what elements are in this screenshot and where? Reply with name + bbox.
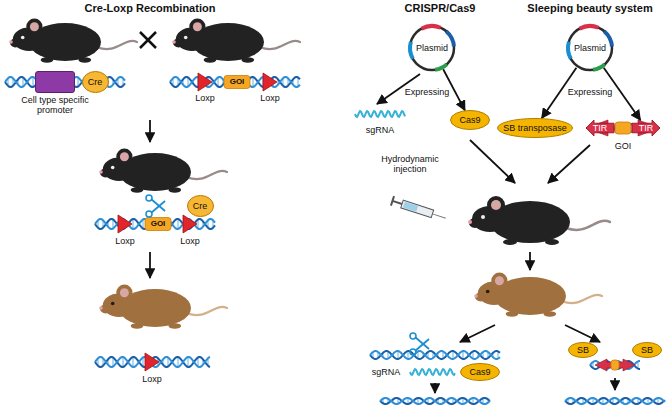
transposase-protein: SB transposase [497,118,573,138]
syringe [391,196,447,223]
node-label: SB [577,345,589,355]
cas9-protein: Cas9 [450,110,490,130]
annotation-label: Loxp [142,374,162,384]
annotation-label: sgRNA [366,125,395,135]
dna-helix [565,398,665,404]
flow-arrow [529,252,531,270]
transposase-protein: SB [632,342,662,358]
annotation-label: Hydrodynamic injection [368,154,452,175]
dna-helix [170,77,300,87]
mouse [9,19,137,63]
sgrna-strand [410,369,455,375]
flow-arrow [614,378,616,390]
cre-circle: Cre [82,71,109,93]
section-title: Cre-Loxp Recombination [85,2,216,15]
dna-helix [380,398,490,404]
node-label: Plasmid [574,43,606,53]
flow-arrow [434,383,436,393]
node-label: Cell type specific promoter [14,95,96,116]
node-label: SB transposase [503,123,567,133]
annotation-label: GOI [615,141,632,151]
annotation-label: GOI [230,77,245,86]
goi-segment [611,360,619,370]
mouse [99,149,227,193]
loxp-site [118,215,132,233]
annotation-label: sgRNA [372,367,401,377]
goi-segment [224,76,250,89]
transposase-protein: SB [568,342,598,358]
promoter-box: Cell type specific promoter [35,71,75,93]
tir-arrow [632,120,660,136]
mouse [99,285,227,329]
flow-arrow [548,145,590,183]
annotation-label: GOI [151,219,166,228]
mouse [172,19,300,63]
node-label: TIR [639,123,654,133]
flow-arrow [149,120,151,142]
tir-arrow [586,120,614,136]
annotation-label: Expressing [568,87,613,97]
cas9-protein: Cas9 [460,363,500,381]
node-label: Cas9 [459,115,480,125]
cre-circle: Cre [187,195,214,217]
cross-symbol [140,32,156,48]
annotation-label: Loxp [180,236,200,246]
node-label: Plasmid [416,43,448,53]
plasmid-ring: Plasmid [566,24,614,72]
node-label: Cre [88,77,103,87]
flow-arrow [149,252,151,278]
node-label: Cas9 [469,367,490,377]
sgrna-strand [355,111,405,117]
flow-arrow [460,325,495,342]
loxp-site [145,353,159,371]
tir-arrow [595,359,613,371]
annotation-label: Expressing [405,87,450,97]
plasmid-ring: Plasmid [408,24,456,72]
node-label: Cre [193,201,208,211]
loxp-site [198,73,212,91]
mouse [468,196,610,245]
annotation-label: Loxp [195,93,215,103]
scissors-icon [410,333,429,355]
node-label: TIR [593,123,608,133]
dna-helix [370,351,500,359]
section-title: Sleeping beauty system [527,2,652,15]
goi-segment [615,122,631,134]
mouse [474,273,602,317]
tir-arrow [617,359,635,371]
scissors-icon [146,195,165,217]
section-title: CRISPR/Cas9 [405,2,476,15]
node-label: SB [641,345,653,355]
goi-segment [145,218,171,231]
tir-arrow: TIR [632,120,660,136]
annotation-label: Loxp [260,93,280,103]
flow-arrow [470,140,515,183]
loxp-site [183,215,197,233]
loxp-site [263,73,277,91]
tir-arrow: TIR [586,120,614,136]
flow-arrow [565,325,600,342]
annotation-label: Loxp [115,236,135,246]
